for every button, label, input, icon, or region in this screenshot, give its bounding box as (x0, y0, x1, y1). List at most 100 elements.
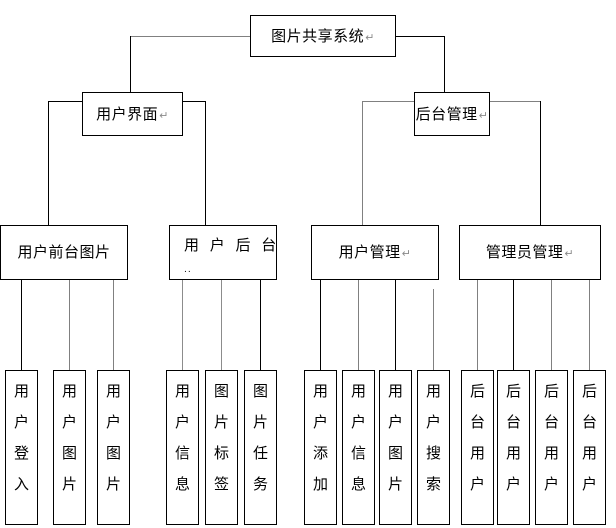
leaf-char: 户 (543, 475, 559, 493)
leaf-image-task[interactable]: 图片任务 (244, 370, 277, 525)
leaf-char: 户 (469, 475, 485, 493)
connector-leaf-drop-14 (589, 280, 590, 370)
node-root[interactable]: 图片共享系统↵ (250, 15, 396, 57)
leaf-char: 后 (543, 382, 559, 400)
connector-leaf-drop-7 (320, 280, 321, 370)
connector-leaf-drop-8 (358, 280, 359, 370)
leaf-char: 息 (350, 475, 366, 493)
connector-l2a-right-horizontal (183, 101, 205, 102)
leaf-user-search[interactable]: 用户搜索 (417, 370, 450, 525)
leaf-user-info-1[interactable]: 用户信息 (166, 370, 199, 525)
leaf-char: 后 (581, 382, 597, 400)
node-admin-management[interactable]: 管理员管理↵ (459, 225, 601, 280)
return-mark-icon: ↵ (478, 108, 489, 122)
leaf-char: 户 (425, 413, 441, 431)
leaf-user-image-1[interactable]: 用户图片 (53, 370, 86, 525)
return-mark-icon: ↵ (401, 247, 412, 261)
node-admin-management-label: 管理员管理↵ (485, 243, 575, 262)
leaf-char: 添 (312, 444, 328, 462)
leaf-char: 搜 (425, 444, 441, 462)
node-user-interface[interactable]: 用户界面↵ (82, 92, 183, 136)
node-user-management[interactable]: 用户管理↵ (311, 225, 439, 280)
leaf-user-info-2[interactable]: 用户信息 (342, 370, 375, 525)
leaf-char: 片 (213, 413, 229, 431)
leaf-char: 用 (174, 382, 190, 400)
leaf-user-add[interactable]: 用户添加 (304, 370, 337, 525)
leaf-char: 用 (543, 444, 559, 462)
connector-leaf-drop-9 (395, 280, 396, 370)
node-backend-management[interactable]: 后台管理↵ (414, 92, 490, 136)
connector-leaf-drop-4 (182, 280, 183, 370)
connector-leaf-drop-1 (21, 280, 22, 370)
leaf-char: 标 (213, 444, 229, 462)
leaf-char: 图 (105, 444, 121, 462)
connector-leaf-drop-10 (433, 289, 434, 370)
node-user-front-images[interactable]: 用户前台图片 (0, 225, 128, 280)
connector-leaf-drop-5 (221, 280, 222, 370)
connector-leaf-drop-11 (477, 280, 478, 370)
leaf-char: 用 (581, 444, 597, 462)
leaf-char: 加 (312, 475, 328, 493)
node-user-interface-label: 用户界面↵ (96, 104, 169, 123)
leaf-char: 户 (105, 413, 121, 431)
node-user-front-images-label: 用户前台图片 (17, 243, 111, 262)
node-user-backend[interactable]: 用 户 后 台 .. (169, 225, 277, 280)
connector-root-left-horizontal (130, 36, 250, 37)
leaf-char: 信 (174, 444, 190, 462)
leaf-char: 入 (13, 475, 29, 493)
leaf-char: 片 (105, 475, 121, 493)
leaf-char: 户 (61, 413, 77, 431)
leaf-char: 图 (252, 382, 268, 400)
leaf-user-image-3[interactable]: 用户图片 (379, 370, 412, 525)
leaf-char: 用 (387, 382, 403, 400)
connector-l2b-right-vertical (540, 101, 541, 225)
connector-leaf-drop-6 (260, 280, 261, 370)
connector-leaf-drop-3 (113, 280, 114, 370)
leaf-char: 户 (505, 475, 521, 493)
connector-l2b-right-horizontal (490, 101, 540, 102)
leaf-char: 签 (213, 475, 229, 493)
connector-root-right-horizontal (396, 36, 444, 37)
return-mark-icon: ↵ (365, 30, 375, 44)
leaf-backend-user-4[interactable]: 后台用户 (573, 370, 606, 525)
connector-l2b-left-horizontal (362, 101, 414, 102)
leaf-char: 户 (350, 413, 366, 431)
leaf-user-image-2[interactable]: 用户图片 (97, 370, 130, 525)
leaf-char: 图 (387, 444, 403, 462)
connector-leaf-drop-2 (69, 280, 70, 370)
leaf-char: 信 (350, 444, 366, 462)
leaf-char: 片 (387, 475, 403, 493)
leaf-char: 用 (105, 382, 121, 400)
leaf-backend-user-2[interactable]: 后台用户 (497, 370, 530, 525)
leaf-char: 用 (312, 382, 328, 400)
connector-root-right-vertical (444, 36, 445, 92)
leaf-char: 息 (174, 475, 190, 493)
leaf-char: 户 (13, 413, 29, 431)
node-user-backend-label: 用 户 后 台 (184, 236, 280, 254)
connector-leaf-drop-13 (551, 280, 552, 370)
leaf-char: 务 (252, 475, 268, 493)
leaf-char: 台 (469, 413, 485, 431)
connector-l2a-left-vertical (48, 101, 49, 225)
leaf-image-tag[interactable]: 图片标签 (205, 370, 238, 525)
leaf-char: 任 (252, 444, 268, 462)
leaf-char: 台 (543, 413, 559, 431)
return-mark-icon: ↵ (159, 108, 169, 122)
leaf-char: 用 (350, 382, 366, 400)
leaf-char: 后 (505, 382, 521, 400)
leaf-char: 图 (213, 382, 229, 400)
connector-l2a-left-horizontal (48, 101, 82, 102)
leaf-user-login[interactable]: 用户登入 (5, 370, 38, 525)
node-root-label: 图片共享系统↵ (271, 26, 375, 45)
node-user-backend-subline: .. (184, 264, 192, 275)
leaf-char: 户 (581, 475, 597, 493)
leaf-char: 图 (61, 444, 77, 462)
leaf-char: 台 (505, 413, 521, 431)
leaf-backend-user-1[interactable]: 后台用户 (461, 370, 494, 525)
leaf-char: 户 (387, 413, 403, 431)
leaf-char: 用 (425, 382, 441, 400)
leaf-char: 用 (505, 444, 521, 462)
connector-l2b-left-vertical (362, 101, 363, 225)
connector-l2a-right-vertical (205, 101, 206, 225)
leaf-backend-user-3[interactable]: 后台用户 (535, 370, 568, 525)
